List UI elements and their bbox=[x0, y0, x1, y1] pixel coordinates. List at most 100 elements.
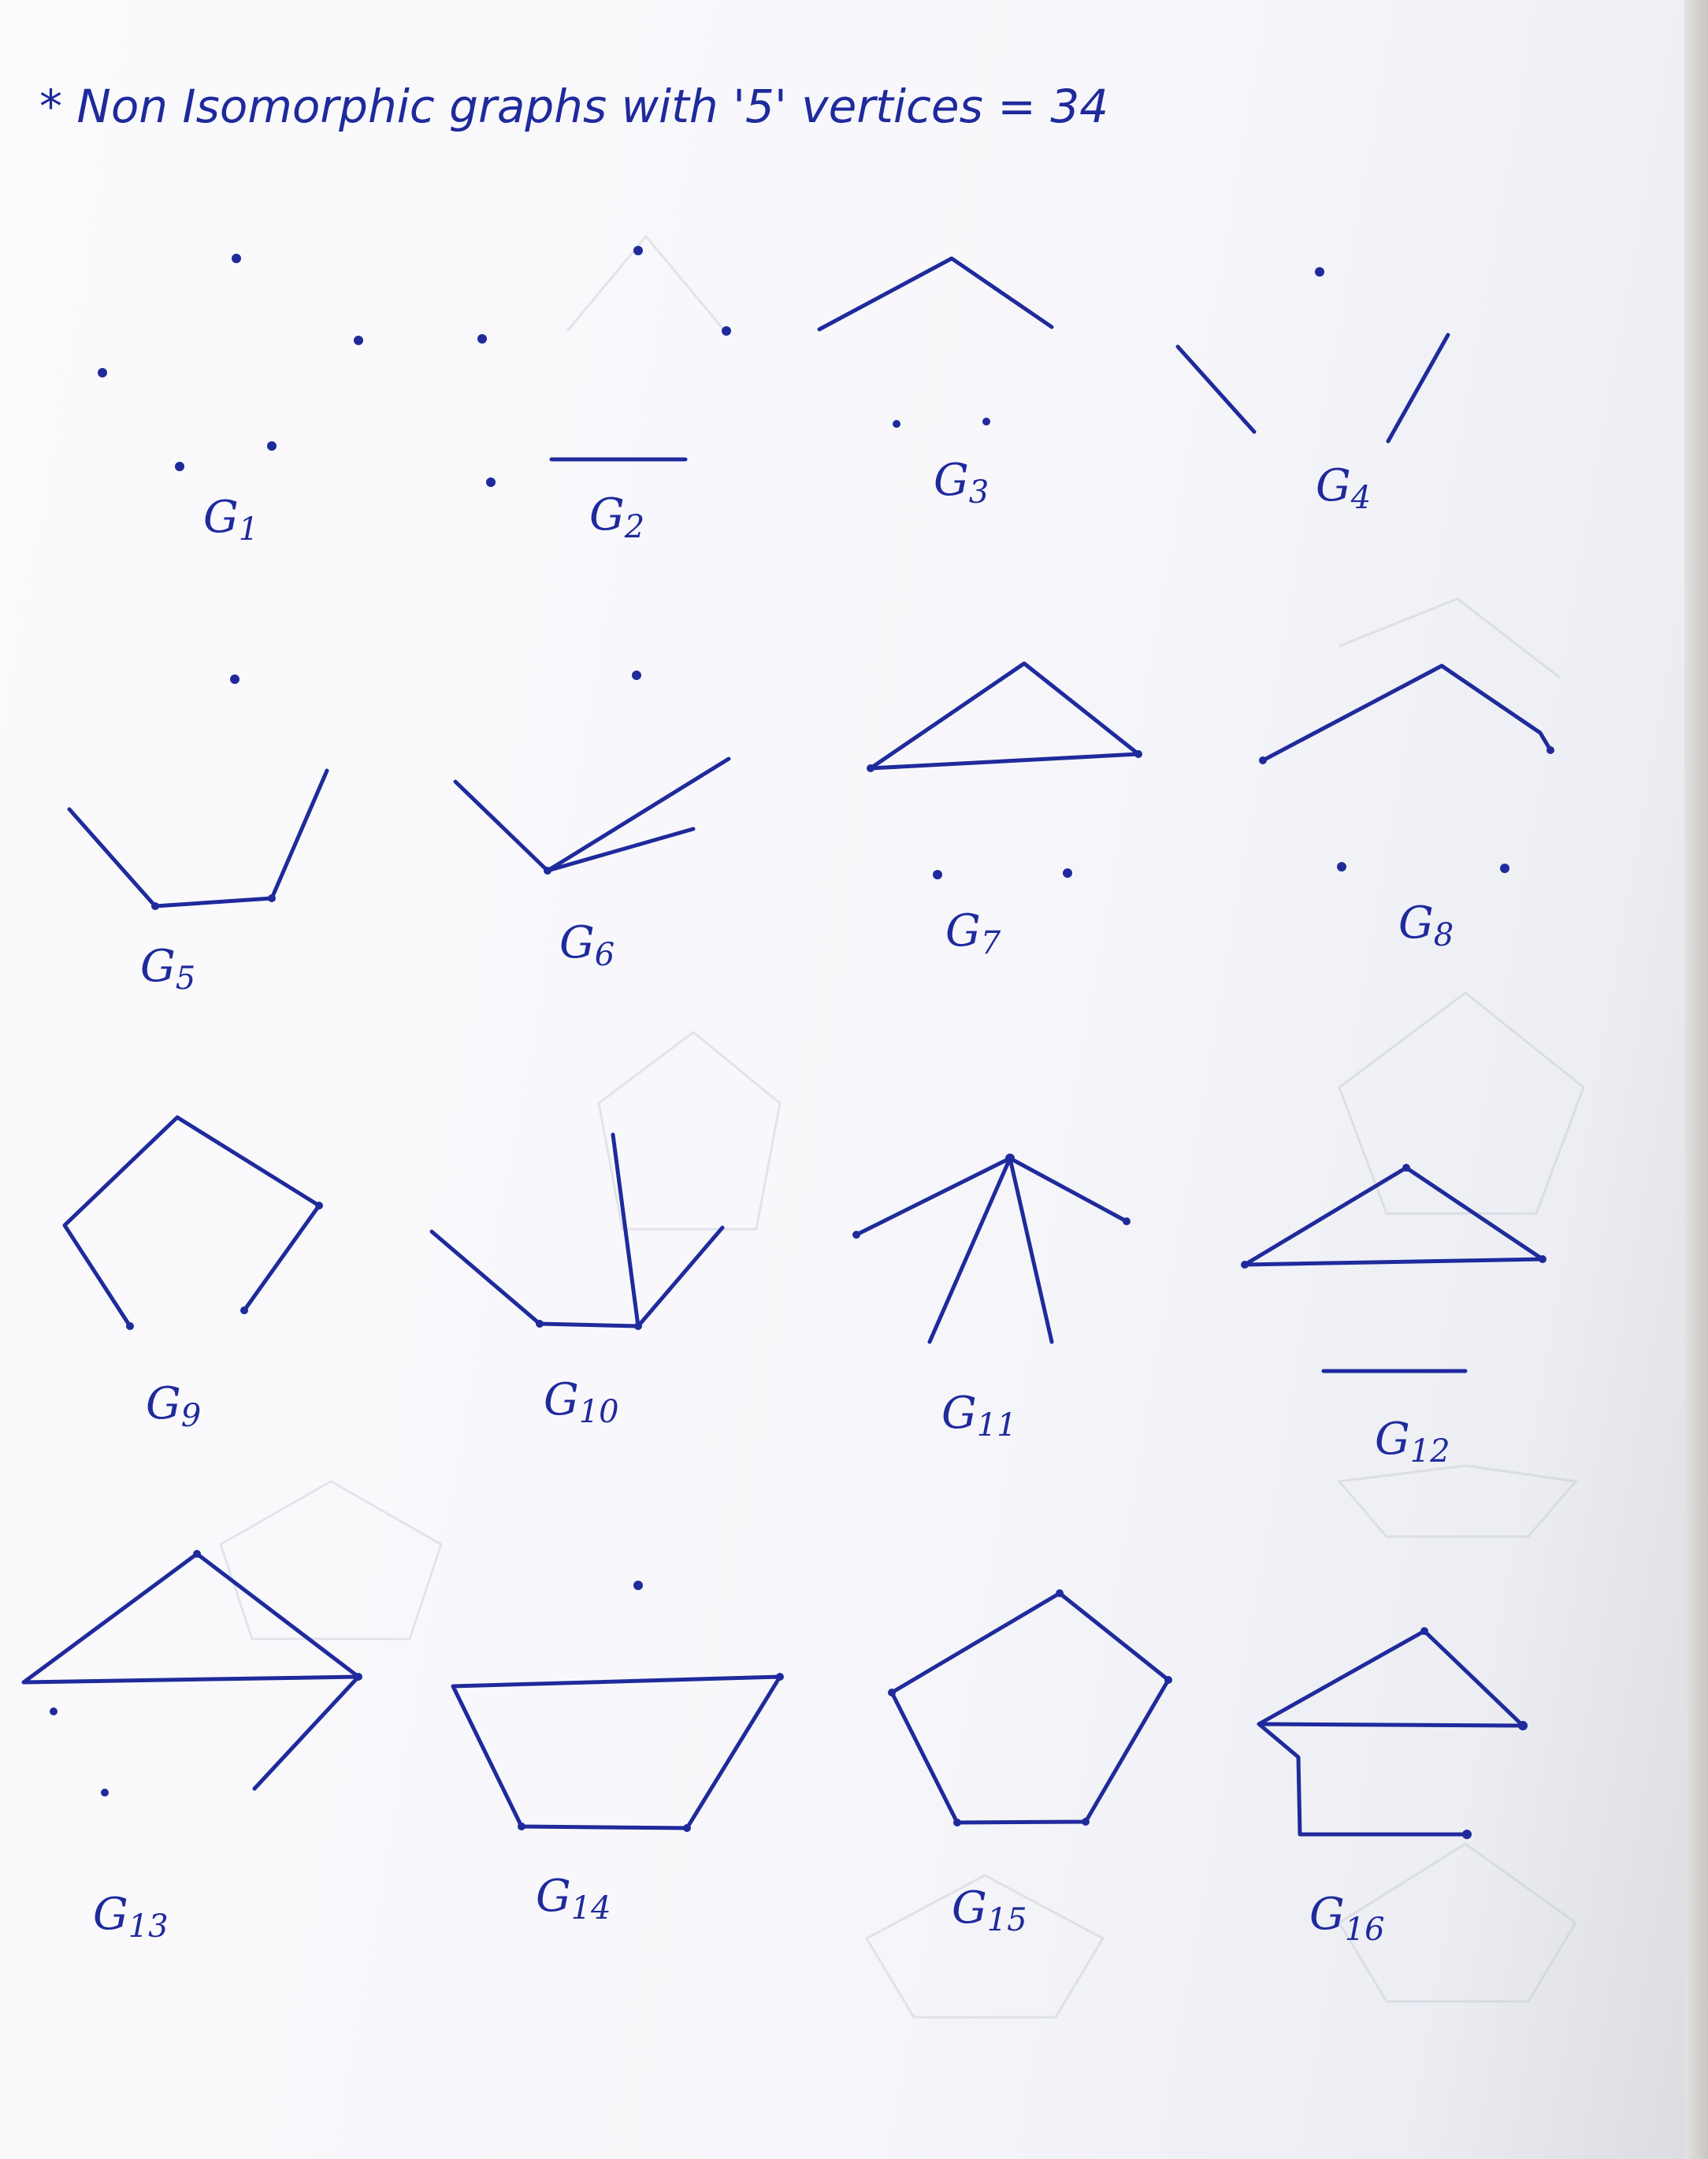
edge bbox=[545, 827, 696, 873]
vertex bbox=[933, 870, 942, 879]
show-through-marks bbox=[219, 234, 1585, 2019]
edge bbox=[1242, 1165, 1545, 1267]
edge bbox=[1008, 1156, 1054, 1344]
graph-g15 bbox=[888, 1589, 1172, 1826]
graph-g4 bbox=[1175, 267, 1450, 444]
edge bbox=[429, 1229, 640, 1328]
edge bbox=[252, 1674, 361, 1791]
label-g5: G5 bbox=[140, 941, 195, 997]
vertex bbox=[477, 334, 487, 344]
vertex bbox=[852, 1231, 860, 1239]
label-g14: G14 bbox=[536, 1871, 611, 1927]
vertex bbox=[1546, 746, 1554, 754]
vertex bbox=[953, 1819, 961, 1826]
edge bbox=[611, 1132, 640, 1328]
label-g8: G8 bbox=[1398, 897, 1454, 953]
vertex bbox=[1539, 1255, 1546, 1263]
vertex bbox=[267, 441, 277, 451]
vertex bbox=[536, 1320, 544, 1328]
vertex bbox=[1337, 862, 1346, 871]
vertex bbox=[315, 1202, 323, 1210]
vertex bbox=[354, 336, 363, 345]
edge bbox=[636, 1225, 725, 1328]
vertex bbox=[240, 1306, 248, 1314]
edge bbox=[868, 661, 1141, 771]
edge bbox=[451, 1674, 782, 1830]
label-g7: G7 bbox=[945, 905, 1001, 961]
vertex bbox=[50, 1708, 58, 1715]
vertex bbox=[1462, 1830, 1472, 1839]
vertex bbox=[683, 1824, 691, 1832]
graph-g3 bbox=[817, 256, 1054, 428]
edge bbox=[1386, 333, 1450, 444]
vertex bbox=[633, 246, 643, 255]
vertex bbox=[544, 867, 551, 875]
label-g1: G1 bbox=[203, 492, 258, 548]
vertex bbox=[1164, 1676, 1172, 1684]
label-g3: G3 bbox=[934, 455, 989, 511]
vertex bbox=[355, 1673, 362, 1681]
label-g4: G4 bbox=[1316, 460, 1371, 516]
graph-g7 bbox=[867, 661, 1142, 879]
graph-g13 bbox=[21, 1550, 362, 1797]
graph-g16 bbox=[1257, 1627, 1528, 1839]
label-g2: G2 bbox=[589, 489, 644, 545]
vertex bbox=[101, 1789, 109, 1797]
edge bbox=[453, 779, 550, 873]
label-g13: G13 bbox=[93, 1889, 169, 1945]
vertex bbox=[151, 902, 159, 910]
edge bbox=[21, 1551, 361, 1685]
vertex bbox=[1123, 1217, 1131, 1225]
label-g9: G9 bbox=[146, 1378, 201, 1434]
vertex bbox=[888, 1689, 896, 1696]
vertex bbox=[982, 418, 990, 425]
vertex bbox=[776, 1673, 784, 1681]
vertex bbox=[632, 671, 641, 680]
vertex bbox=[722, 326, 731, 336]
graph-g5 bbox=[67, 674, 329, 910]
page-title: * Non Isomorphic graphs with '5' vertice… bbox=[39, 80, 1108, 133]
vertex bbox=[1063, 868, 1072, 878]
label-g10: G10 bbox=[544, 1374, 619, 1430]
vertex bbox=[1315, 267, 1324, 277]
label-g16: G16 bbox=[1309, 1889, 1385, 1948]
vertex bbox=[486, 478, 496, 487]
graph-g12 bbox=[1241, 1164, 1546, 1373]
graph-g2 bbox=[477, 246, 731, 487]
vertex bbox=[893, 420, 900, 428]
edge bbox=[927, 1156, 1012, 1344]
vertex bbox=[1241, 1261, 1249, 1269]
graph-g14 bbox=[451, 1581, 784, 1832]
edge bbox=[1257, 1722, 1469, 1837]
page-edge bbox=[1684, 0, 1708, 2159]
edge bbox=[1261, 663, 1553, 763]
vertex bbox=[232, 254, 241, 263]
vertex bbox=[126, 1322, 134, 1330]
vertex bbox=[1500, 864, 1509, 873]
edge bbox=[1175, 344, 1257, 434]
vertex bbox=[518, 1823, 525, 1830]
vertex bbox=[867, 764, 874, 772]
vertex bbox=[1082, 1818, 1090, 1826]
vertex bbox=[175, 462, 184, 471]
edge bbox=[854, 1156, 1012, 1237]
edge bbox=[545, 756, 731, 873]
vertex bbox=[98, 368, 107, 377]
vertex bbox=[1420, 1627, 1428, 1635]
vertex bbox=[1259, 756, 1267, 764]
vertex bbox=[268, 894, 276, 902]
graph-g11 bbox=[852, 1154, 1131, 1344]
graph-g8 bbox=[1259, 663, 1554, 873]
vertex bbox=[1005, 1154, 1015, 1163]
label-g6: G6 bbox=[559, 917, 615, 973]
vertex bbox=[1134, 750, 1142, 758]
label-g11: G11 bbox=[941, 1388, 1017, 1444]
graph-g1 bbox=[98, 254, 363, 471]
graph-g9 bbox=[62, 1115, 323, 1330]
vertex bbox=[1402, 1164, 1410, 1172]
vertex bbox=[1056, 1589, 1064, 1597]
graph-g6 bbox=[453, 671, 731, 875]
vertex bbox=[230, 674, 239, 684]
